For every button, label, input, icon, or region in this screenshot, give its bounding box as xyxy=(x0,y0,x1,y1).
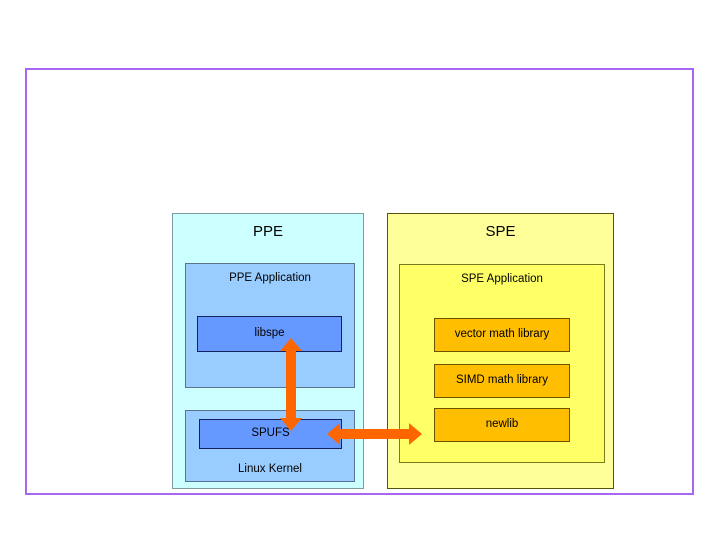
spufs-block[interactable]: SPUFS xyxy=(199,419,342,449)
newlib-label: newlib xyxy=(485,418,519,431)
slide-frame: PPE PPE Application libspe Linux Kernel … xyxy=(25,68,694,495)
vector-math-library-block[interactable]: vector math library xyxy=(434,318,570,352)
arrow-left-icon xyxy=(327,423,340,445)
simd-math-library-block[interactable]: SIMD math library xyxy=(434,364,570,398)
ppe-application-label: PPE Application xyxy=(229,272,311,284)
spe-application-label: SPE Application xyxy=(461,273,543,285)
spe-column-title: SPE xyxy=(485,223,516,240)
spufs-label: SPUFS xyxy=(251,427,290,440)
spufs-spe-arrow-shaft xyxy=(338,429,411,439)
libspe-block[interactable]: libspe xyxy=(197,316,342,352)
arrow-up-icon xyxy=(280,338,302,351)
simd-math-library-label: SIMD math library xyxy=(455,374,549,387)
newlib-block[interactable]: newlib xyxy=(434,408,570,442)
arrow-right-icon xyxy=(409,423,422,445)
libspe-spufs-arrow-shaft xyxy=(286,347,296,420)
arrow-down-icon xyxy=(280,418,302,431)
libspe-label: libspe xyxy=(254,327,285,340)
spe-application-block[interactable]: SPE Application xyxy=(399,264,605,463)
linux-kernel-label: Linux Kernel xyxy=(238,462,302,475)
vector-math-library-label: vector math library xyxy=(454,328,550,341)
ppe-column-title: PPE xyxy=(252,223,283,240)
